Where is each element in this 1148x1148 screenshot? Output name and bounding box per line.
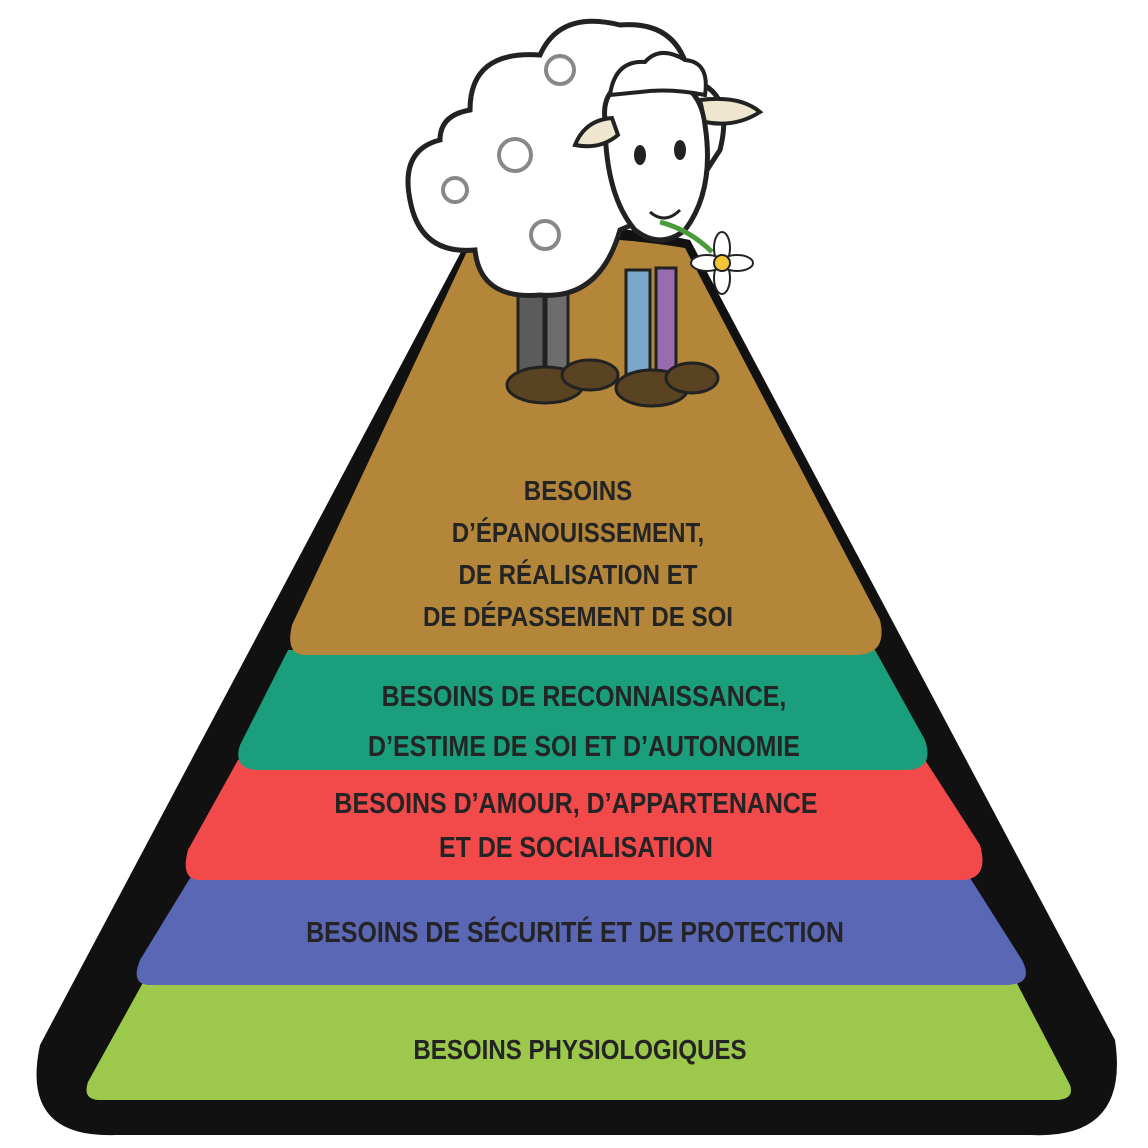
sheep-front-leg xyxy=(624,268,652,377)
fleece-swirl xyxy=(544,54,576,86)
fleece-swirl xyxy=(529,219,561,251)
level-label-line: D’ESTIME DE SOI ET D’AUTONOMIE xyxy=(368,731,800,763)
level-label-line: BESOINS xyxy=(523,475,633,506)
sheep-tuft xyxy=(607,51,708,98)
level-accomplissement-band xyxy=(290,238,882,655)
level-appartenance-band xyxy=(185,760,983,880)
level-estime-band xyxy=(238,650,928,770)
level-label-line: DE DÉPASSEMENT DE SOI xyxy=(423,601,733,632)
level-label-line: BESOINS D’AMOUR, D’APPARTENANCE xyxy=(334,788,818,820)
level-appartenance-label: BESOINS D’AMOUR, D’APPARTENANCE ET DE SO… xyxy=(334,782,817,870)
sheep-eye-left xyxy=(634,145,646,165)
sheep-ear-right xyxy=(697,96,764,126)
sheep-eye-right xyxy=(674,140,686,160)
sheep-back-leg-2 xyxy=(544,288,570,372)
level-label-line: BESOINS DE SÉCURITÉ ET DE PROTECTION xyxy=(306,917,844,949)
fleece-swirl xyxy=(497,137,533,173)
sheep-front-leg-2 xyxy=(654,266,678,375)
level-label-line: ET DE SOCIALISATION xyxy=(439,832,713,864)
level-physiologiques-label: BESOINS PHYSIOLOGIQUES xyxy=(413,1030,746,1070)
sheep-hoof xyxy=(664,361,720,395)
fleece-swirl xyxy=(441,176,469,204)
sheep-mascot-icon xyxy=(405,18,764,408)
level-securite-band xyxy=(136,870,1026,985)
level-label-line: BESOINS DE RECONNAISSANCE, xyxy=(381,681,787,713)
sheep-mouth xyxy=(649,208,682,220)
level-securite-label: BESOINS DE SÉCURITÉ ET DE PROTECTION xyxy=(306,913,844,953)
level-physiologiques-band xyxy=(86,970,1071,1100)
daisy-icon xyxy=(690,231,754,295)
level-label-line: BESOINS PHYSIOLOGIQUES xyxy=(413,1034,747,1065)
level-accomplissement-label: BESOINS D’ÉPANOUISSEMENT, DE RÉALISATION… xyxy=(423,470,733,638)
level-label-line: D’ÉPANOUISSEMENT, xyxy=(451,517,705,548)
sheep-back-leg xyxy=(516,283,546,377)
flower-stem xyxy=(659,219,714,254)
sheep-hoof xyxy=(560,358,620,392)
level-label-line: DE RÉALISATION ET xyxy=(458,559,698,590)
sheep-ear-left xyxy=(572,115,621,149)
level-estime-label: BESOINS DE RECONNAISSANCE, D’ESTIME DE S… xyxy=(368,672,800,772)
